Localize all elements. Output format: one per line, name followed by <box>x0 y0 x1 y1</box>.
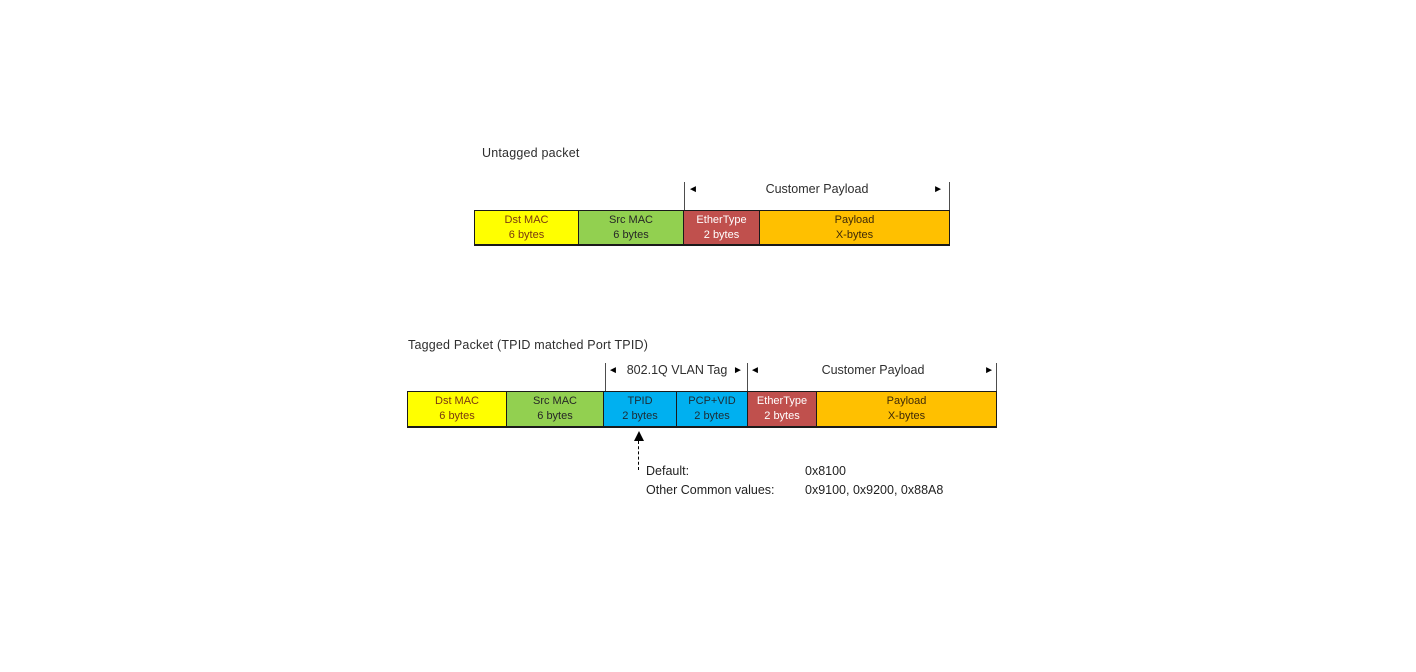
left-arrow-icon: ◄ <box>688 184 698 195</box>
field-size: 6 bytes <box>613 228 649 241</box>
tagged-brackets: ◄ 802.1Q VLAN Tag ► ◄ Customer Payload ► <box>605 363 997 392</box>
tagged-packet-title: Tagged Packet (TPID matched Port TPID) <box>408 338 649 352</box>
field-size: 6 bytes <box>439 410 475 422</box>
tpid-default-value: 0x8100 <box>805 464 847 478</box>
right-arrow-icon: ► <box>984 365 994 376</box>
tagged-field-ethertype: EtherType 2 bytes <box>748 392 817 426</box>
tpid-common-values-value: 0x9100, 0x9200, 0x88A8 <box>805 483 944 497</box>
tpid-common-values-row: Other Common values: 0x9100, 0x9200, 0x8… <box>646 483 966 499</box>
field-name: Src MAC <box>609 213 653 226</box>
field-name: Payload <box>886 395 927 407</box>
field-size: 2 bytes <box>694 410 730 422</box>
tagged-field-payload: Payload X-bytes <box>817 392 996 426</box>
field-size: 2 bytes <box>703 228 740 241</box>
left-arrow-icon: ◄ <box>608 365 618 376</box>
field-name: PCP+VID <box>688 395 736 407</box>
untagged-field-dst-mac: Dst MAC 6 bytes <box>475 211 579 244</box>
field-size: 6 bytes <box>508 228 545 241</box>
field-name: Dst MAC <box>504 213 549 226</box>
field-name: Dst MAC <box>435 395 479 407</box>
tpid-pointer-dashed-line <box>638 441 639 470</box>
field-size: 6 bytes <box>537 410 573 422</box>
left-arrow-icon: ◄ <box>750 365 760 376</box>
field-size: X-bytes <box>835 228 874 241</box>
tagged-customer-payload-label: Customer Payload <box>821 363 925 377</box>
field-size: X-bytes <box>887 410 926 422</box>
untagged-customer-payload-label: Customer Payload <box>765 182 869 196</box>
field-name: TPID <box>627 395 653 407</box>
untagged-field-ethertype: EtherType 2 bytes <box>684 211 760 244</box>
field-size: 2 bytes <box>622 410 658 422</box>
field-name: EtherType <box>756 395 808 407</box>
tagged-field-pcp-vid: PCP+VID 2 bytes <box>677 392 748 426</box>
tpid-common-values-label: Other Common values: <box>646 483 775 497</box>
field-name: Payload <box>834 213 875 226</box>
vlan-tag-bracket-label: 802.1Q VLAN Tag <box>626 363 728 377</box>
untagged-packet-title: Untagged packet <box>482 146 580 160</box>
field-name: Src MAC <box>533 395 577 407</box>
tagged-field-src-mac: Src MAC 6 bytes <box>507 392 604 426</box>
field-name: EtherType <box>696 213 747 226</box>
field-size: 2 bytes <box>764 410 800 422</box>
tagged-packet-row: Dst MAC 6 bytes Src MAC 6 bytes TPID 2 b… <box>407 391 997 428</box>
tpid-default-label: Default: <box>646 464 690 478</box>
tagged-field-tpid: TPID 2 bytes <box>604 392 677 426</box>
right-arrow-icon: ► <box>933 184 943 195</box>
right-arrow-icon: ► <box>733 365 743 376</box>
untagged-field-payload: Payload X-bytes <box>760 211 949 244</box>
bracket-divider-line <box>747 363 748 392</box>
up-arrow-icon <box>634 431 644 441</box>
untagged-customer-payload-bracket: ◄ Customer Payload ► <box>684 182 950 210</box>
untagged-field-src-mac: Src MAC 6 bytes <box>579 211 684 244</box>
tpid-default-row: Default: 0x8100 <box>646 464 966 480</box>
untagged-packet-row: Dst MAC 6 bytes Src MAC 6 bytes EtherTyp… <box>474 210 950 246</box>
tagged-field-dst-mac: Dst MAC 6 bytes <box>408 392 507 426</box>
